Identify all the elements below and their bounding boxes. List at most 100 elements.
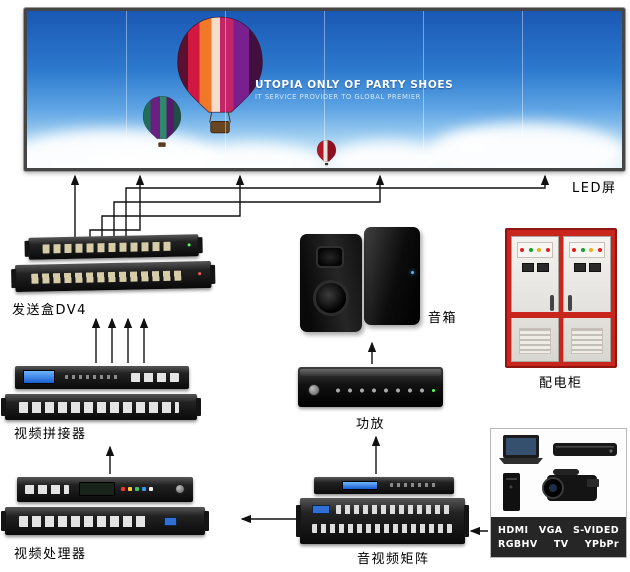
- matrix-port-row-2: [312, 524, 452, 533]
- hot-air-balloon-small: [316, 140, 337, 166]
- speaker-woofer: [313, 280, 349, 316]
- indicator-lights: [569, 242, 605, 258]
- format-ypbpr: YPbPr: [584, 538, 619, 550]
- matrix-unit-top: [314, 477, 454, 494]
- sender-label: 发送盒DV4: [12, 303, 87, 318]
- format-vga: VGA: [538, 524, 563, 536]
- meter: [588, 263, 601, 272]
- matrix-unit-bottom: [296, 498, 469, 544]
- rack-ear: [1, 397, 6, 417]
- speaker-horn: [316, 246, 344, 268]
- rack-ear: [24, 241, 30, 257]
- matrix-display: [342, 481, 378, 490]
- input-ports: [25, 485, 69, 494]
- jog-knob: [175, 484, 185, 494]
- led-screen-label: LED屏: [572, 181, 617, 196]
- cabinet-label: 配电柜: [539, 376, 583, 391]
- hot-air-balloon-medium: [142, 96, 182, 147]
- led-screen: UTOPIA ONLY OF PARTY SHOES IT SERVICE PR…: [24, 8, 625, 171]
- component-port: [312, 505, 330, 514]
- matrix-label: 音视频矩阵: [357, 552, 430, 567]
- cabinet-door-right: [563, 236, 611, 362]
- meter: [573, 263, 586, 272]
- indicator-light: [580, 248, 585, 252]
- status-led: [187, 243, 191, 247]
- button-green: [135, 487, 139, 491]
- arrow-sender-to-screen-2: [89, 174, 145, 240]
- control-knobs: [332, 387, 430, 394]
- power-led: [411, 271, 414, 274]
- format-svideo: S-VIDED: [572, 524, 619, 536]
- ethernet-ports: [31, 270, 182, 284]
- button-yellow: [128, 487, 132, 491]
- panel-meters: [572, 263, 602, 275]
- panel-seam: [324, 11, 325, 168]
- dvi-ports: [19, 402, 179, 413]
- sender-box: [11, 234, 216, 296]
- amplifier-chassis: [298, 367, 443, 407]
- rack-ear: [11, 269, 17, 289]
- rack-ear: [196, 397, 201, 417]
- door-handle: [550, 295, 554, 311]
- cloud: [427, 123, 622, 168]
- source-devices-panel: HDMI VGA S-VIDED RGBHV TV YPbPr: [490, 428, 627, 558]
- processor-label: 视频处理器: [14, 547, 87, 562]
- indicator-light: [597, 248, 602, 252]
- source-device-icons: [499, 435, 617, 511]
- sender-unit-bottom: [11, 260, 216, 293]
- banner-headline: UTOPIA ONLY OF PARTY SHOES: [255, 79, 454, 91]
- led-screen-image: UTOPIA ONLY OF PARTY SHOES IT SERVICE PR…: [27, 11, 622, 168]
- format-rgbhv: RGBHV: [498, 538, 538, 550]
- vga-port: [164, 517, 177, 526]
- door-handle: [568, 295, 572, 311]
- volume-knob: [308, 384, 320, 396]
- indicator-light: [528, 248, 533, 252]
- speakers-label: 音箱: [428, 311, 458, 326]
- rack-ear: [204, 511, 209, 531]
- speaker-left: [300, 234, 362, 332]
- rack-ear: [210, 264, 216, 284]
- speaker-right: [364, 227, 420, 325]
- power-cabinet: [505, 228, 617, 368]
- dvi-ports: [19, 516, 149, 527]
- indicator-light: [520, 248, 525, 252]
- speakers: [300, 227, 425, 334]
- settop-box-icon: [503, 473, 520, 511]
- splicer-unit-top: [15, 366, 189, 389]
- ethernet-ports: [42, 241, 171, 254]
- power-led: [432, 389, 435, 392]
- format-tv: TV: [553, 538, 569, 550]
- rack-ear: [197, 237, 203, 253]
- dvd-player-icon: [553, 443, 617, 456]
- rack-ear: [296, 504, 301, 538]
- processor-unit-bottom: [1, 507, 209, 535]
- meter: [536, 263, 549, 272]
- matrix-port-row-1: [336, 505, 452, 514]
- splicer-label: 视频拼接器: [14, 427, 87, 442]
- button-red: [121, 487, 125, 491]
- screen-banner: UTOPIA ONLY OF PARTY SHOES IT SERVICE PR…: [255, 79, 453, 101]
- function-buttons: [121, 487, 153, 491]
- source-formats: HDMI VGA S-VIDED RGBHV TV YPbPr: [491, 517, 626, 557]
- matrix-buttons: [390, 483, 438, 487]
- vent-grille: [519, 328, 551, 354]
- indicator-light: [589, 248, 594, 252]
- indicator-lights: [517, 242, 553, 258]
- amplifier: [298, 367, 443, 407]
- laptop-icon: [499, 435, 543, 464]
- output-ports: [131, 373, 179, 382]
- button-blue: [142, 487, 146, 491]
- cabinet-band: [509, 312, 613, 318]
- splicer-unit-bottom: [1, 394, 201, 420]
- button-white: [149, 487, 153, 491]
- format-hdmi: HDMI: [498, 524, 529, 536]
- status-led: [198, 272, 202, 276]
- video-splicer: [1, 366, 201, 421]
- panel-seam: [423, 11, 424, 168]
- av-matrix: [296, 477, 469, 545]
- vent-grille: [571, 328, 603, 354]
- indicator-light: [537, 248, 542, 252]
- panel-meters: [520, 263, 550, 275]
- panel-seam: [522, 11, 523, 168]
